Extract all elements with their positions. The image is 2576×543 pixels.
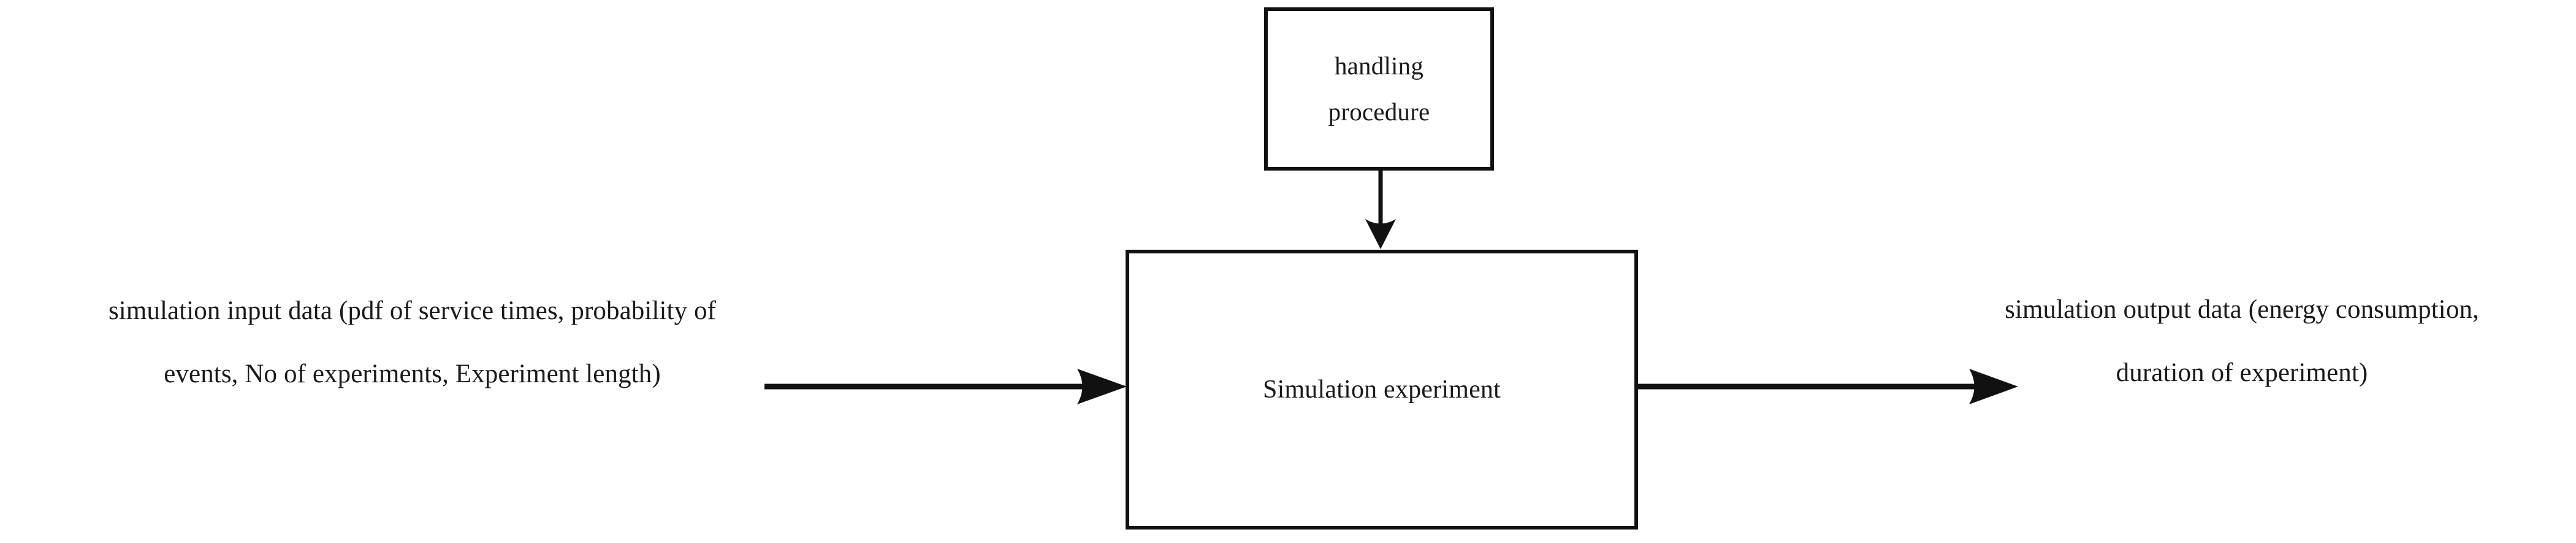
input-data-line2: events, No of experiments, Experiment le… xyxy=(164,360,661,388)
handling-procedure-label-line1: handling xyxy=(1334,52,1424,80)
simulation-output-data-label: simulation output data (energy consumpti… xyxy=(1908,278,2576,404)
control-arrow-head xyxy=(1365,219,1396,249)
output-data-line2: duration of experiment) xyxy=(2116,358,2368,387)
simulation-experiment-box[interactable]: Simulation experiment xyxy=(1126,250,1638,530)
handling-procedure-label-line2: procedure xyxy=(1328,98,1430,126)
handling-procedure-box[interactable]: handling procedure xyxy=(1264,7,1494,171)
simulation-experiment-label: Simulation experiment xyxy=(1263,375,1501,404)
input-data-line1: simulation input data (pdf of service ti… xyxy=(108,296,717,325)
handling-procedure-to-simulation-arrow xyxy=(1365,171,1396,249)
simulation-input-data-label: simulation input data (pdf of service ti… xyxy=(0,279,825,406)
input-arrow-head xyxy=(1077,369,1127,404)
output-data-line1: simulation output data (energy consumpti… xyxy=(2005,295,2479,324)
